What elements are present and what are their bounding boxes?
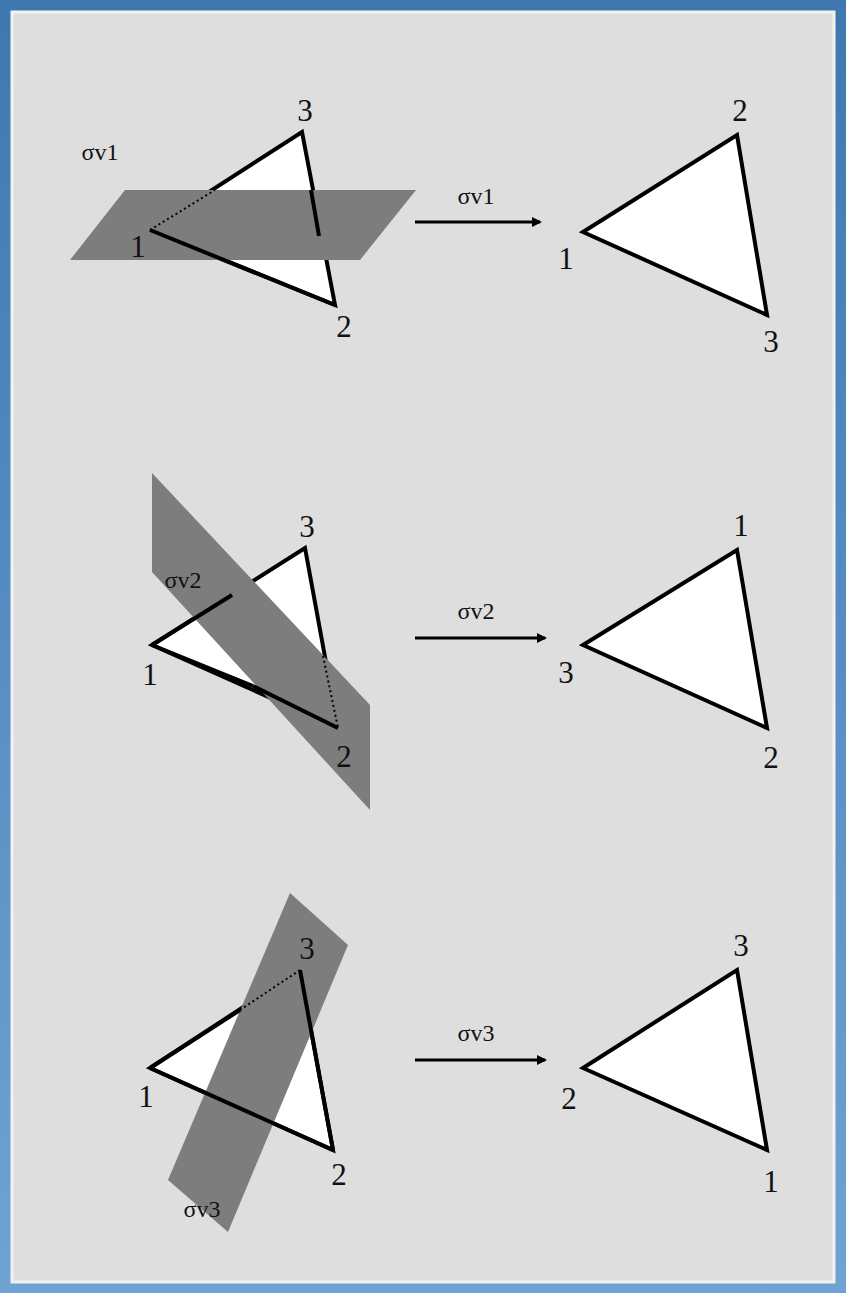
vertex-number: 1 [733, 510, 749, 541]
operation-label: σv2 [458, 599, 495, 623]
plane-label: σv2 [165, 568, 202, 592]
vertex-number: 3 [297, 95, 313, 126]
vertex-number: 1 [130, 231, 146, 262]
vertex-number: 2 [732, 95, 748, 126]
vertex-number: 2 [336, 741, 352, 772]
vertex-number: 1 [558, 243, 574, 274]
vertex-number: 2 [331, 1159, 347, 1190]
vertex-number: 1 [138, 1081, 154, 1112]
vertex-number: 3 [299, 511, 315, 542]
operation-label: σv3 [458, 1021, 495, 1045]
vertex-number: 3 [733, 930, 749, 961]
vertex-number: 1 [763, 1166, 779, 1197]
vertex-number: 3 [558, 657, 574, 688]
plane-label: σv1 [82, 140, 119, 164]
vertex-number: 3 [299, 933, 315, 964]
vertex-number: 3 [763, 326, 779, 357]
vertex-number: 2 [561, 1083, 577, 1114]
vertex-number: 1 [142, 659, 158, 690]
vertex-number: 2 [763, 742, 779, 773]
operation-label: σv1 [458, 184, 495, 208]
vertex-number: 2 [336, 311, 352, 342]
plane-label: σv3 [184, 1197, 221, 1221]
